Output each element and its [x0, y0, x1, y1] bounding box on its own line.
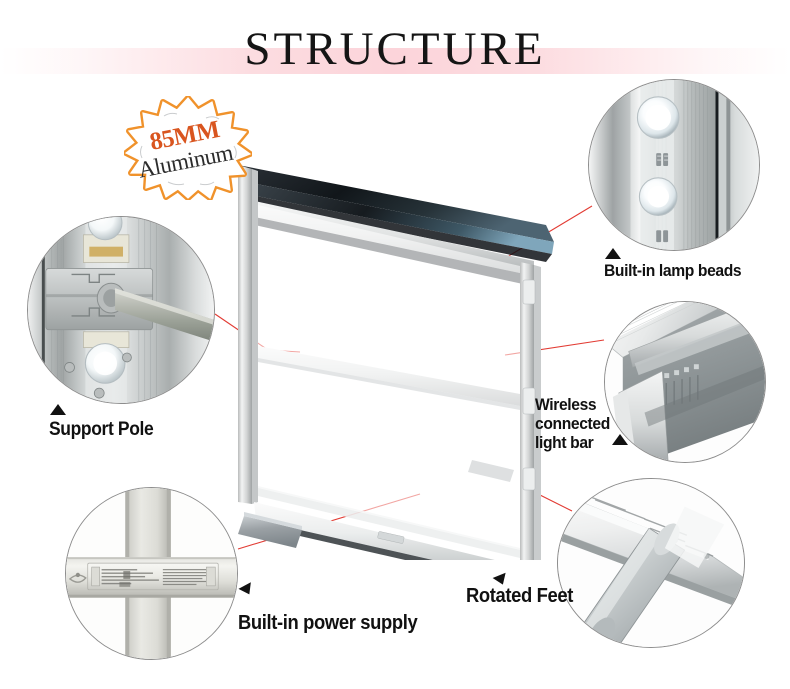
product-right-post-edge: [534, 265, 541, 570]
product-top-cap: [238, 165, 554, 242]
marker-triangle-wireless-bar: [612, 434, 628, 445]
callout-circle-rotated-feet[interactable]: [557, 478, 745, 648]
marker-triangle-support-pole: [50, 404, 66, 415]
callout-circle-built-in-power-supply[interactable]: [65, 487, 238, 660]
product-left-post: [238, 165, 252, 504]
screw-right: [122, 352, 132, 363]
photo-frame-corner-light-bar-connector: [605, 302, 765, 462]
photo-aluminum-profile-with-led-beads: [589, 80, 759, 250]
product-base-inner: [258, 486, 520, 558]
callout-circle-built-in-lamp-beads[interactable]: [588, 79, 760, 251]
product-illustration: [228, 130, 572, 596]
connector-ribs: [665, 375, 699, 405]
product-foot-left: [238, 516, 302, 548]
connector-contacts: [664, 364, 699, 379]
product-connector-mid: [522, 387, 536, 415]
marker-triangle-power-supply: [238, 582, 256, 598]
product-top-cap-face: [246, 182, 554, 254]
callout-circle-wireless-connected-light-bar[interactable]: [604, 301, 766, 463]
marker-triangle-lamp-beads: [605, 248, 621, 259]
product-base-latch: [377, 531, 405, 544]
product-top-cap-under: [246, 194, 552, 262]
top-silver-rail: [628, 302, 765, 368]
title-background-band: [0, 48, 790, 74]
support-rod: [115, 288, 214, 342]
product-left-post-edge: [252, 169, 258, 504]
product-right-post: [520, 262, 534, 570]
callout-circle-support-pole[interactable]: [27, 216, 215, 404]
screw-bottom: [93, 387, 105, 399]
product-foot-left-top: [244, 512, 302, 530]
screw-left: [64, 362, 75, 373]
panel-shadow-band: [644, 365, 765, 427]
driver-terminal-left: [91, 566, 100, 587]
led-bead-top: [87, 217, 123, 241]
product-connector-lower: [522, 467, 536, 491]
photo-aluminum-frame-with-support-rod: [28, 217, 214, 403]
product-graphic-panel: [258, 205, 520, 550]
rear-panel: [664, 506, 725, 568]
callout-label-built-in-lamp-beads: Built-in lamp beads: [604, 261, 742, 280]
callout-label-support-pole: Support Pole: [49, 419, 154, 440]
badge-inner-dashes: [140, 112, 237, 186]
badge-starburst-inner: [124, 97, 252, 199]
foot-plate-highlight: [585, 528, 661, 632]
photo-power-supply-driver-inside-rail: [66, 488, 237, 659]
callout-label-rotated-feet: Rotated Feet: [466, 585, 574, 607]
callout-label-built-in-power-supply: Built-in power supply: [238, 612, 418, 634]
photo-rotating-base-foot: [558, 479, 744, 647]
product-connector-upper: [522, 279, 536, 305]
aluminum-badge: 85MM Aluminum: [124, 96, 252, 200]
driver-terminal-right: [206, 566, 216, 587]
driver-cable: [68, 574, 87, 583]
callout-label-wireless-connected-light-bar: Wireless connected light bar: [535, 395, 610, 452]
page-title: STRUCTURE: [244, 23, 546, 75]
top-silver-rail-2: [634, 313, 765, 376]
